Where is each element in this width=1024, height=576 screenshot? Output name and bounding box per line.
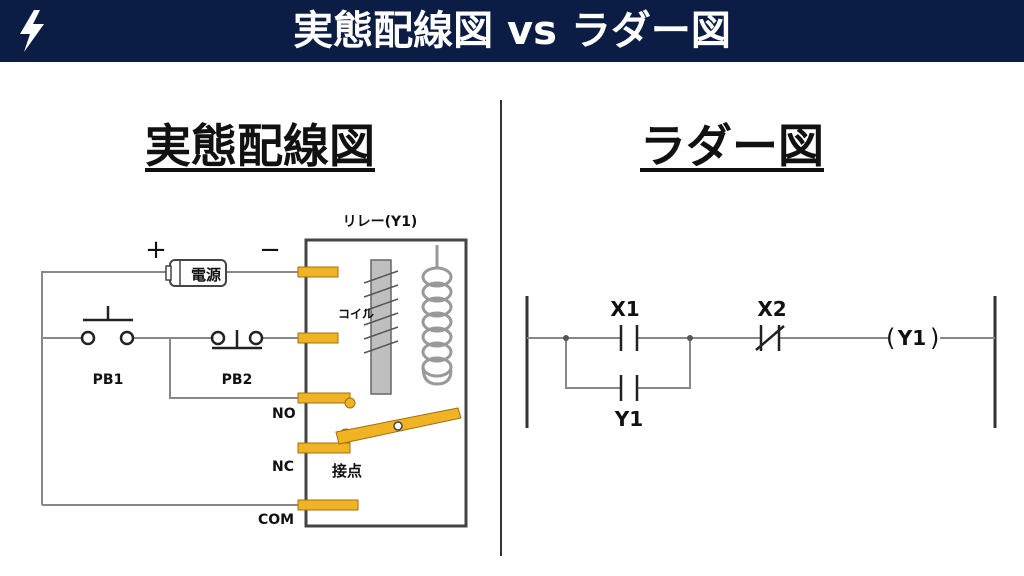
x1-contact <box>619 325 639 351</box>
page-title: 実態配線図 vs ラダー図 <box>293 8 731 54</box>
center-divider <box>500 100 502 556</box>
junction-left <box>563 335 569 341</box>
push-button-pb1 <box>80 306 135 346</box>
terminal-pb2 <box>297 332 339 344</box>
push-button-pb2 <box>210 330 264 350</box>
terminals <box>297 266 359 511</box>
pb1-label: PB1 <box>93 372 124 388</box>
x2-label: X2 <box>757 297 786 321</box>
battery-label: 電源 <box>191 266 221 284</box>
contact-arm <box>335 407 462 445</box>
y1-coil-label: Y1 <box>897 326 926 350</box>
com-label: COM <box>258 512 294 528</box>
coil-left-paren: ( <box>886 324 895 352</box>
contact-pivot <box>393 421 403 431</box>
nc-label: NC <box>272 459 294 475</box>
lightning-bolt-icon <box>20 10 44 52</box>
x1-label: X1 <box>610 297 639 321</box>
no-label: NO <box>272 406 296 422</box>
terminal-battery <box>297 266 339 278</box>
coil-spring <box>421 245 453 386</box>
wiring-diagram: 電源 + − リレー(Y1) コイル <box>41 214 468 528</box>
y1-holding-contact <box>619 375 639 401</box>
branch-wire <box>565 338 620 389</box>
y1-contact-label: Y1 <box>614 407 643 431</box>
coil-label: コイル <box>338 307 374 321</box>
ladder-diagram: X1 Y1 X2 ( Y1 ) <box>525 296 997 431</box>
wire-outer-loop <box>41 271 170 505</box>
coil-right-paren: ) <box>930 324 939 352</box>
y1-coil: ( Y1 ) <box>886 324 939 352</box>
terminal-com <box>297 499 359 511</box>
minus-sign: − <box>259 235 281 265</box>
junction-right <box>687 335 693 341</box>
contact-label: 接点 <box>332 462 362 480</box>
branch-wire-return <box>638 338 691 389</box>
pb2-label: PB2 <box>222 372 253 388</box>
iron-core <box>363 259 399 395</box>
wiring-diagram-title: 実態配線図 <box>145 119 375 173</box>
battery: 電源 <box>165 259 227 287</box>
plus-sign: + <box>145 235 167 265</box>
rung-wires <box>527 337 995 389</box>
battery-cap <box>165 265 172 281</box>
header-bar: 実態配線図 vs ラダー図 <box>0 0 1024 62</box>
wire-no-branch <box>169 338 300 399</box>
ladder-diagram-title: ラダー図 <box>640 119 824 173</box>
x2-contact <box>755 325 785 351</box>
relay-label: リレー(Y1) <box>343 214 418 230</box>
no-contact-point <box>344 397 356 409</box>
terminal-nc <box>297 442 351 454</box>
terminal-no <box>297 392 351 404</box>
